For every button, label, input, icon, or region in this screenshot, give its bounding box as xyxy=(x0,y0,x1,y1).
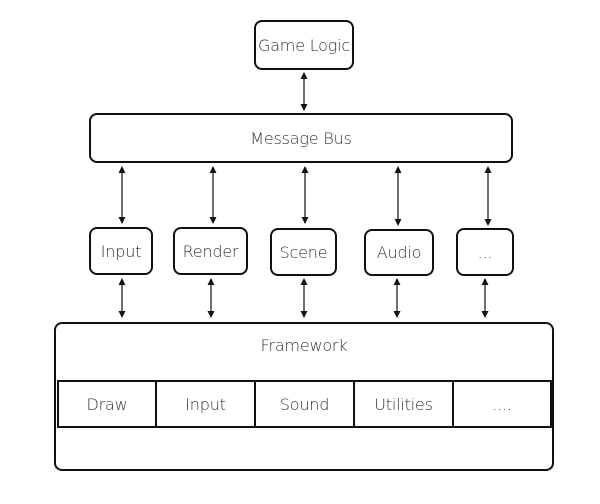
framework-cell-sound: Sound xyxy=(254,380,355,428)
framework-cell-utilities: Utilities xyxy=(353,380,454,428)
framework-title: Framework xyxy=(260,336,348,355)
framework-cell-more: .... xyxy=(452,380,552,428)
system-label: Render xyxy=(182,241,239,261)
framework-cell-label: Input xyxy=(185,394,226,414)
game-logic-label: Game Logic xyxy=(258,35,350,55)
framework-cell-label: Utilities xyxy=(374,394,433,414)
message-bus-box: Message Bus xyxy=(89,113,513,163)
game-logic-box: Game Logic xyxy=(254,20,354,70)
system-box-audio: Audio xyxy=(364,229,434,276)
framework-cell-input: Input xyxy=(155,380,256,428)
system-label: Audio xyxy=(376,243,422,262)
framework-cell-label: Draw xyxy=(86,394,128,414)
system-box-more: ... xyxy=(456,228,514,276)
system-box-scene: Scene xyxy=(270,228,337,276)
system-label: ... xyxy=(477,242,493,262)
framework-cell-draw: Draw xyxy=(57,380,157,428)
framework-cell-label: Sound xyxy=(279,394,330,414)
framework-box: Framework Draw Input Sound Utilities ...… xyxy=(54,322,554,471)
framework-cell-label: .... xyxy=(492,394,512,414)
system-label: Scene xyxy=(279,242,328,262)
system-box-input: Input xyxy=(89,227,153,275)
system-box-render: Render xyxy=(173,227,248,275)
message-bus-label: Message Bus xyxy=(250,128,352,148)
system-label: Input xyxy=(100,241,142,261)
